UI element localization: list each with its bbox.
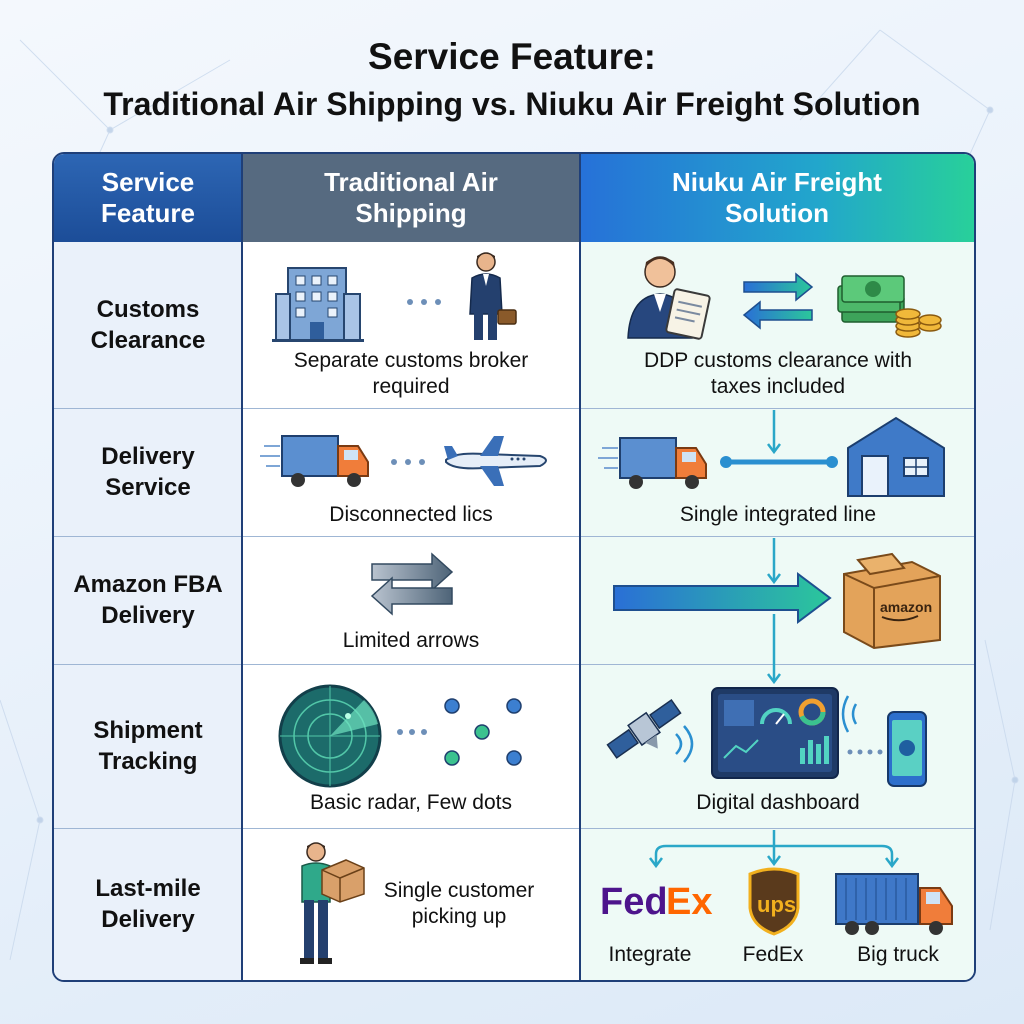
dots-connector <box>397 729 427 735</box>
caption-delivery-niuku: Single integrated line <box>679 503 877 526</box>
exchange-arrows-icon <box>742 272 814 330</box>
radar-icon <box>278 684 382 788</box>
row-divider <box>54 408 974 409</box>
dots-connector <box>407 299 441 305</box>
dots-connector <box>391 459 425 465</box>
row-divider <box>54 536 974 537</box>
ups-logo-text: ups <box>757 892 796 917</box>
dashboard-monitor-icon <box>711 687 839 779</box>
row-divider <box>54 664 974 665</box>
feature-label: Last-mile Delivery <box>95 875 201 933</box>
caption-lastmile-integrate: Integrate <box>608 943 692 966</box>
feature-column-bg <box>54 242 242 980</box>
traditional-column-bg <box>242 242 580 980</box>
feature-label: Shipment Tracking <box>93 717 203 775</box>
title-line-1: Service Feature: <box>368 36 656 77</box>
feature-delivery-service: Delivery Service <box>54 408 242 536</box>
smartphone-icon <box>887 711 927 787</box>
money-icon <box>837 275 942 338</box>
feature-label: Delivery Service <box>101 443 195 501</box>
caption-customs-niuku: DDP customs clearance with taxes include… <box>643 349 913 398</box>
agent-with-clipboard-icon <box>627 256 711 340</box>
airplane-icon <box>444 436 547 486</box>
header-service-feature: Service Feature <box>54 154 242 242</box>
icons-layer: amazon <box>260 252 953 964</box>
caption-tracking-niuku: Digital dashboard <box>696 791 860 814</box>
comparison-table: Service Feature Traditional Air Shipping… <box>52 152 976 982</box>
signal-waves <box>675 695 858 763</box>
amazon-box-icon: amazon <box>843 552 941 650</box>
truck-icon <box>260 435 369 487</box>
fba-big-arrow <box>613 572 832 624</box>
feature-shipment-tracking: Shipment Tracking <box>54 664 242 828</box>
column-divider <box>579 154 581 980</box>
double-arrow-icon <box>370 552 454 616</box>
feature-label: Customs Clearance <box>90 296 206 354</box>
feature-customs-clearance: Customs Clearance <box>54 242 242 408</box>
dots-connector <box>847 749 883 755</box>
caption-delivery-traditional: Disconnected lics <box>329 503 493 526</box>
row-divider <box>54 828 974 829</box>
down-arrow-connector <box>767 614 781 685</box>
caption-fba-traditional: Limited arrows <box>342 629 480 652</box>
amazon-logo-text: amazon <box>880 599 932 615</box>
header-traditional-text: Traditional Air Shipping <box>324 167 498 228</box>
satellite-icon <box>606 698 682 759</box>
tracking-dots <box>444 698 522 766</box>
header-niuku: Niuku Air Freight Solution <box>580 154 974 242</box>
lastmile-connectors <box>649 830 899 869</box>
delivery-person-icon <box>300 842 365 964</box>
truck-icon <box>598 437 707 489</box>
down-arrow-connector <box>767 410 781 455</box>
title-line-2: Traditional Air Shipping vs. Niuku Air F… <box>103 86 921 122</box>
header-service-feature-text: Service Feature <box>101 167 195 228</box>
warehouse-icon <box>847 416 945 497</box>
fedex-logo-ex: Ex <box>666 881 712 923</box>
ups-logo: ups <box>748 867 800 936</box>
header-niuku-text: Niuku Air Freight Solution <box>672 167 882 228</box>
office-building-icon <box>272 267 364 342</box>
businessman-icon <box>469 252 517 340</box>
feature-amazon-fba: Amazon FBA Delivery <box>54 536 242 664</box>
feature-last-mile: Last-mile Delivery <box>54 828 242 980</box>
feature-label: Amazon FBA Delivery <box>73 571 223 629</box>
integrated-line <box>720 456 838 468</box>
caption-lastmile-fedex: FedEx <box>742 943 804 966</box>
fedex-logo-fed: Fed <box>600 881 668 923</box>
down-arrow-connector <box>767 538 781 585</box>
caption-lastmile-bigtruck: Big truck <box>857 943 939 966</box>
container-truck-icon <box>835 873 953 935</box>
caption-customs-traditional: Separate customs broker required <box>293 349 529 398</box>
column-divider <box>241 154 243 980</box>
header-traditional: Traditional Air Shipping <box>242 154 580 242</box>
fedex-logo: Fed Ex <box>600 881 712 923</box>
caption-lastmile-traditional: Single customer picking up <box>383 879 535 928</box>
caption-tracking-traditional: Basic radar, Few dots <box>310 791 512 814</box>
